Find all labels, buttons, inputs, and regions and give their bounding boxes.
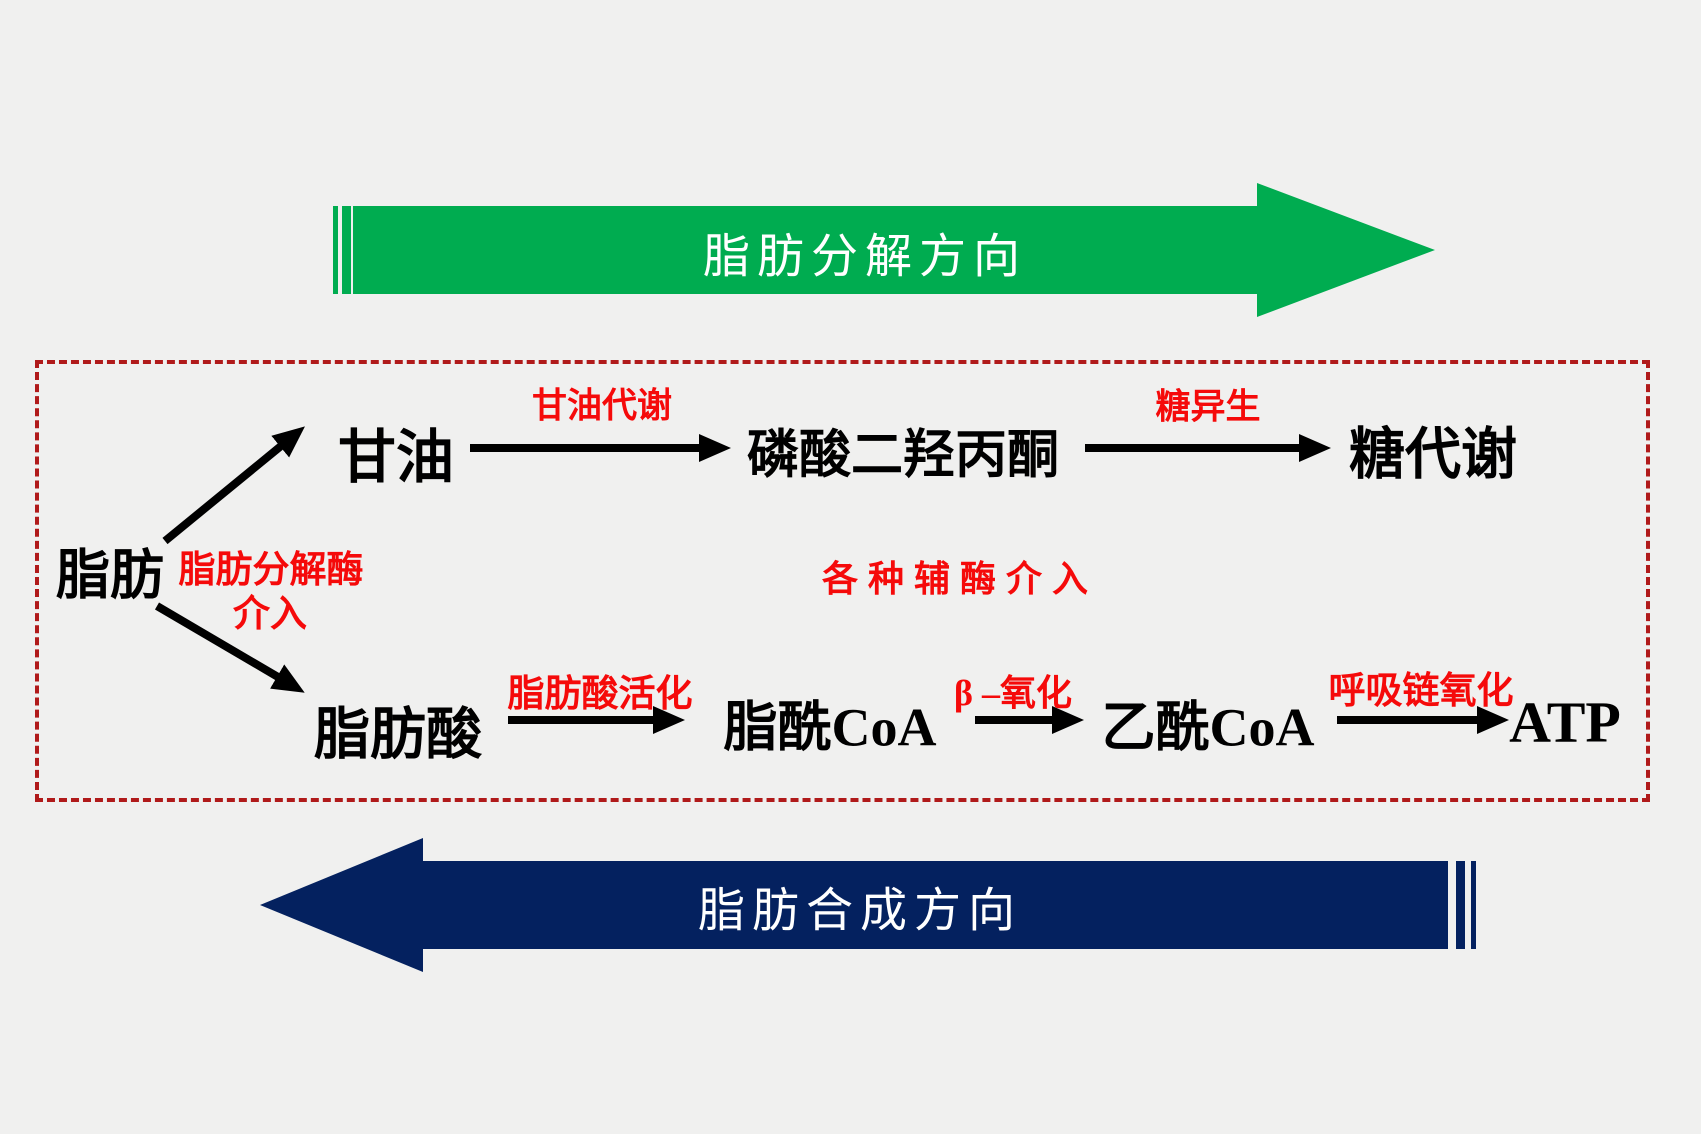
edge-label-beta-oxidation: β –氧化 <box>954 673 1072 713</box>
synthesize-banner-body <box>423 861 1448 949</box>
decompose-banner-label: 脂肪分解方向 <box>703 229 1027 283</box>
pathway-dashed-box <box>35 360 1650 802</box>
node-fatty-acyl-coa: 脂酰CoA <box>723 697 937 758</box>
node-atp: ATP <box>1509 689 1621 755</box>
synthesize-banner-stripe-thin <box>1471 861 1476 949</box>
node-dihydroxyacetone-phosphate: 磷酸二羟丙酮 <box>746 427 1060 485</box>
edge-label-respiratory-chain-oxidation: 呼吸链氧化 <box>1328 671 1514 712</box>
node-glycerol: 甘油 <box>337 425 455 490</box>
edge-label-glycerol-metabolism: 甘油代谢 <box>531 386 673 426</box>
edge-label-fatty-acid-activation: 脂肪酸活化 <box>507 674 693 715</box>
edge-label-lipase-line2: 介入 <box>233 594 307 635</box>
synthesize-banner-stripe-thick <box>1456 861 1465 949</box>
node-acetyl-coa: 乙酰CoA <box>1101 697 1315 758</box>
decompose-banner-body <box>353 206 1257 294</box>
label-various-coenzymes: 各种辅酶介入 <box>821 559 1099 599</box>
node-sugar-metabolism: 糖代谢 <box>1349 424 1517 487</box>
node-fatty-acid: 脂肪酸 <box>314 704 482 767</box>
node-fat: 脂肪 <box>56 545 164 606</box>
decompose-banner-stripe-thin <box>333 206 338 294</box>
synthesize-banner-arrowhead-icon <box>260 838 423 972</box>
decompose-banner-stripe-thick <box>342 206 351 294</box>
decompose-banner-arrowhead-icon <box>1257 183 1435 317</box>
synthesize-banner-label: 脂肪合成方向 <box>698 883 1022 937</box>
edge-label-gluconeogenesis: 糖异生 <box>1155 387 1261 427</box>
edge-label-lipase-line1: 脂肪分解酶 <box>178 550 364 591</box>
